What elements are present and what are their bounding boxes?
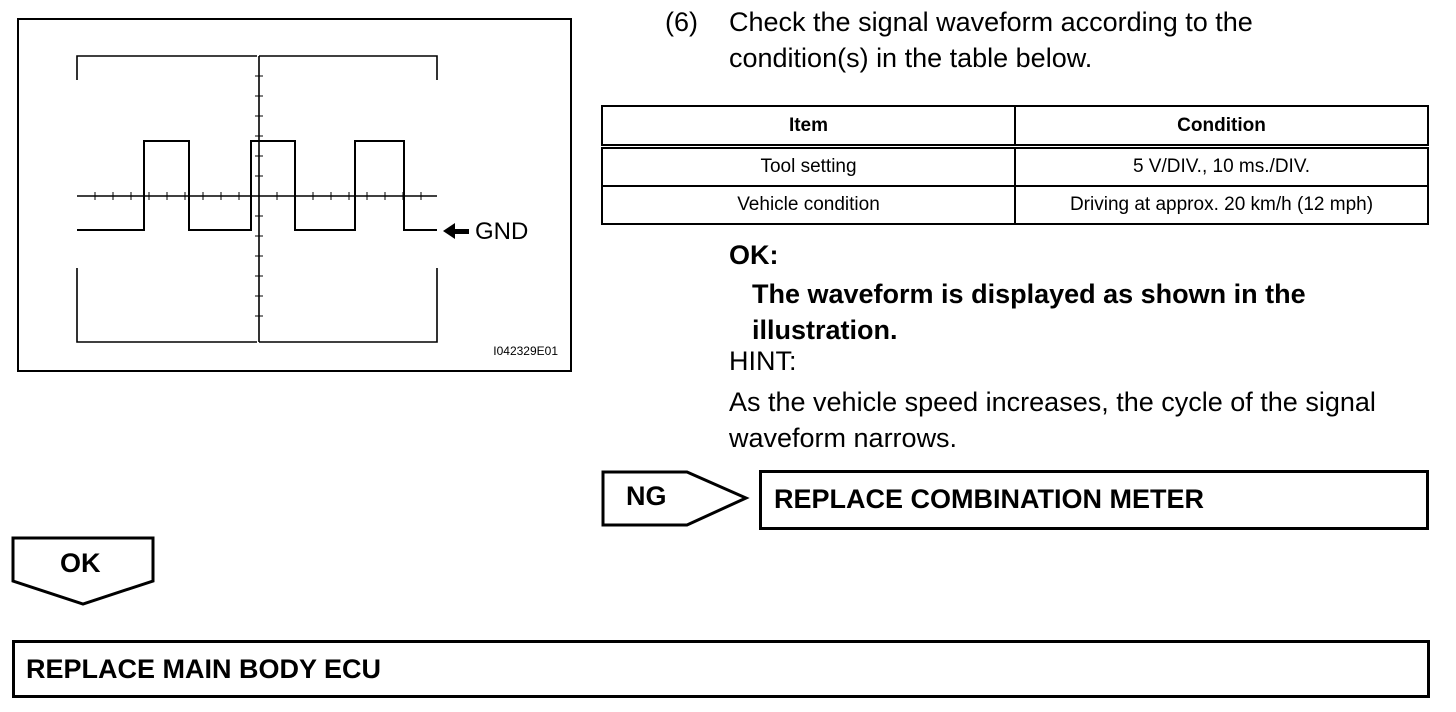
ok-action-box: REPLACE MAIN BODY ECU — [12, 640, 1430, 698]
ok-criteria-text: The waveform is displayed as shown in th… — [752, 279, 1306, 345]
waveform-illustration: GND I042329E01 — [17, 18, 572, 372]
axis-ticks — [94, 75, 422, 317]
frame-bottom-right — [259, 268, 438, 343]
gnd-label: GND — [475, 218, 529, 245]
table-cell: Driving at approx. 20 km/h (12 mph) — [1014, 185, 1429, 225]
ng-arrow-shape — [601, 470, 750, 527]
frame-top-right — [259, 55, 438, 80]
figure-id: I042329E01 — [493, 344, 558, 358]
ok-flow-label: OK — [60, 548, 101, 578]
step-number: (6) — [665, 7, 698, 37]
table-cell: Vehicle condition — [601, 185, 1016, 225]
table-header-row: Item Condition — [601, 105, 1429, 149]
ok-arrow-shape — [11, 536, 155, 606]
ok-criteria-label: OK: — [729, 240, 779, 270]
table-cell: Tool setting — [601, 145, 1016, 187]
arrow-left-icon — [443, 223, 469, 239]
table-cell: 5 V/DIV., 10 ms./DIV. — [1014, 145, 1429, 187]
oscilloscope-graph — [76, 55, 469, 343]
hint-text: As the vehicle speed increases, the cycl… — [729, 387, 1376, 453]
ok-action-text: REPLACE MAIN BODY ECU — [26, 654, 382, 684]
table-row: Tool setting 5 V/DIV., 10 ms./DIV. — [601, 145, 1429, 187]
header-condition: Condition — [1014, 105, 1429, 149]
hint-label: HINT: — [729, 346, 797, 376]
table-row: Vehicle condition Driving at approx. 20 … — [601, 185, 1429, 225]
ng-action-text: REPLACE COMBINATION METER — [774, 484, 1204, 514]
ng-action-box: REPLACE COMBINATION METER — [759, 470, 1429, 530]
condition-table: Item Condition Tool setting 5 V/DIV., 10… — [601, 105, 1429, 225]
step-text: Check the signal waveform according to t… — [729, 7, 1253, 73]
frame-bottom-left — [76, 268, 257, 343]
header-item: Item — [601, 105, 1016, 149]
frame-top-left — [76, 55, 257, 80]
ng-label: NG — [626, 481, 667, 511]
signal-waveform — [77, 140, 437, 231]
